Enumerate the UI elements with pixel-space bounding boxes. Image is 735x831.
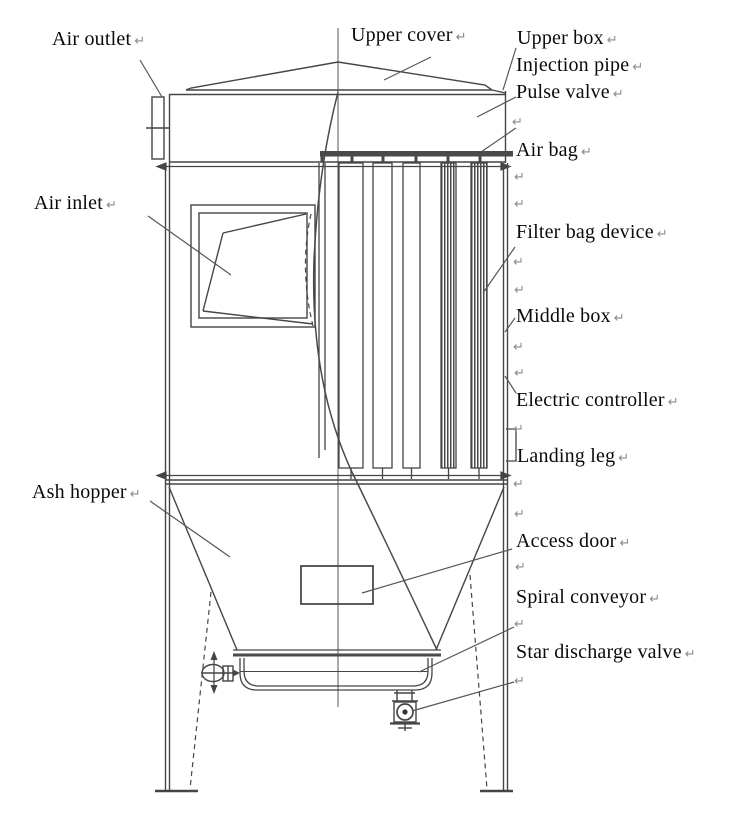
air-bag-manifold	[320, 151, 513, 162]
label-air-inlet: Air inlet↵	[34, 192, 117, 217]
return-mark-icon: ↵	[455, 30, 467, 45]
label-filter-bag-device-text: Filter bag device	[516, 221, 654, 243]
label-injection-pipe: Injection pipe↵	[516, 54, 643, 79]
spiral-conveyor-trough	[233, 649, 441, 691]
label-upper-box: Upper box↵	[517, 27, 618, 52]
leader-lines	[139, 47, 517, 712]
label-access-door: Access door↵	[516, 530, 631, 555]
return-mark-icon: ↵	[129, 487, 141, 502]
label-filter-bag-device: Filter bag device↵	[516, 221, 668, 246]
label-upper-cover: Upper cover↵	[351, 24, 467, 49]
label-injection-pipe-text: Injection pipe	[516, 54, 630, 76]
label-access-door-text: Access door	[516, 530, 617, 552]
label-air-bag: Air bag↵	[516, 139, 592, 164]
return-mark-icon: ↵	[514, 197, 525, 212]
return-mark-icon: ↵	[514, 617, 525, 632]
return-mark-icon: ↵	[606, 33, 618, 48]
label-spiral-conveyor: Spiral conveyor↵	[516, 586, 660, 611]
label-upper-cover-text: Upper cover	[351, 24, 453, 46]
label-air-outlet: Air outlet↵	[52, 28, 145, 53]
middle-box	[164, 163, 509, 791]
label-air-bag-text: Air bag	[516, 139, 578, 161]
return-mark-icon: ↵	[649, 592, 661, 607]
return-mark-icon: ↵	[612, 87, 624, 102]
label-middle-box: Middle box↵	[516, 305, 625, 330]
electric-controller-box	[506, 428, 517, 462]
return-mark-icon: ↵	[580, 145, 593, 160]
conveyor-motor	[201, 651, 240, 694]
return-mark-icon: ↵	[513, 340, 524, 355]
return-mark-icon: ↵	[613, 311, 625, 326]
return-mark-icon: ↵	[514, 283, 525, 298]
air-outlet-duct	[146, 96, 170, 160]
label-air-inlet-text: Air inlet	[34, 192, 104, 214]
return-mark-icon: ↵	[656, 227, 668, 242]
return-mark-icon: ↵	[513, 477, 524, 492]
label-star-discharge-valve-text: Star discharge valve	[516, 641, 682, 663]
return-mark-icon: ↵	[619, 536, 631, 551]
return-mark-icon: ↵	[667, 395, 679, 410]
upper-cover	[185, 61, 506, 94]
return-mark-icon: ↵	[512, 115, 523, 130]
ash-hopper	[155, 486, 513, 793]
star-discharge-valve-assembly	[390, 690, 420, 731]
label-ash-hopper-text: Ash hopper	[32, 481, 127, 503]
label-star-discharge-valve: Star discharge valve↵	[516, 641, 696, 666]
cutaway-curve	[312, 91, 438, 651]
return-mark-icon: ↵	[513, 255, 524, 270]
label-landing-leg: Landing leg↵	[517, 445, 629, 470]
return-mark-icon: ↵	[106, 198, 118, 213]
label-ash-hopper: Ash hopper↵	[32, 481, 141, 506]
label-pulse-valve-text: Pulse valve	[516, 81, 610, 103]
return-mark-icon: ↵	[618, 451, 630, 466]
return-mark-icon: ↵	[514, 507, 525, 522]
air-inlet-duct	[190, 204, 316, 328]
label-landing-leg-text: Landing leg	[517, 445, 616, 467]
label-upper-box-text: Upper box	[517, 27, 604, 49]
return-mark-icon: ↵	[134, 34, 146, 49]
return-mark-icon: ↵	[514, 170, 525, 185]
return-mark-icon: ↵	[514, 366, 525, 381]
label-electric-controller-text: Electric controller	[516, 389, 665, 411]
filter-bags	[318, 162, 488, 479]
label-middle-box-text: Middle box	[516, 305, 611, 327]
section-lines	[155, 162, 512, 480]
access-door-panel	[300, 565, 374, 605]
return-mark-icon: ↵	[513, 422, 524, 437]
return-mark-icon: ↵	[684, 647, 696, 662]
return-mark-icon: ↵	[632, 60, 644, 75]
label-electric-controller: Electric controller↵	[516, 389, 679, 414]
label-spiral-conveyor-text: Spiral conveyor	[516, 586, 647, 608]
label-pulse-valve: Pulse valve↵	[516, 81, 624, 106]
return-mark-icon: ↵	[515, 560, 526, 575]
return-mark-icon: ↵	[514, 674, 525, 689]
label-air-outlet-text: Air outlet	[52, 28, 132, 50]
